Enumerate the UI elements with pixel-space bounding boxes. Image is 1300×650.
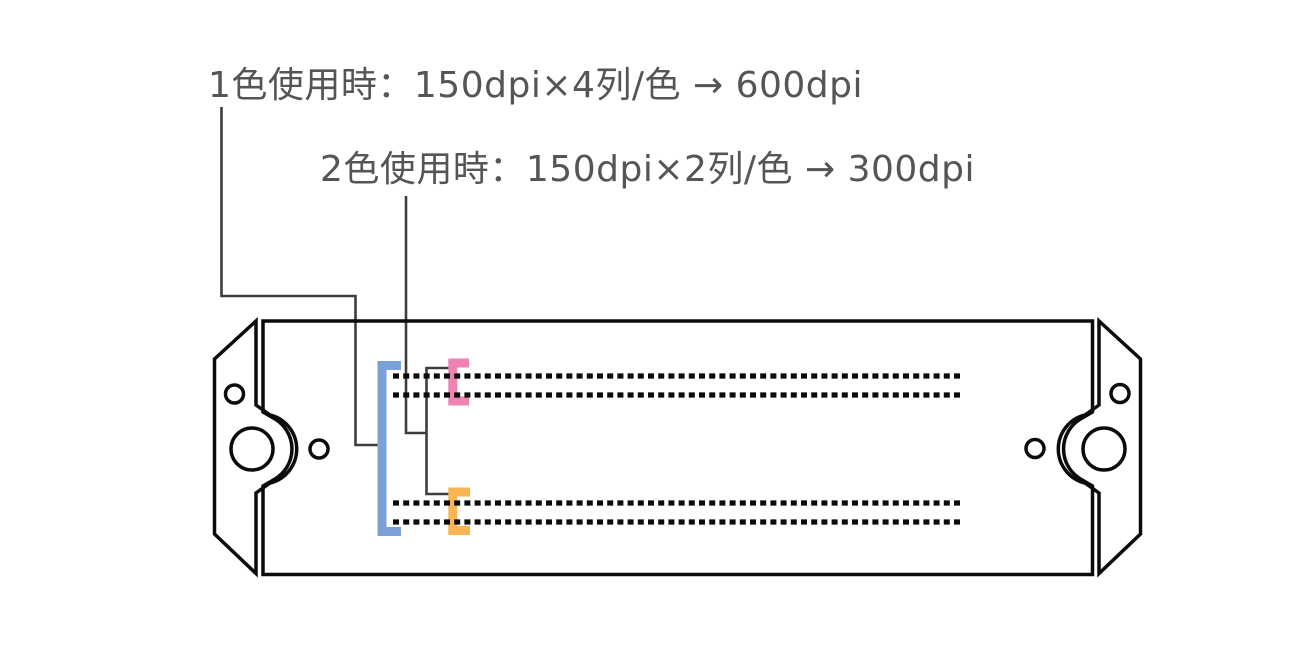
body-right-small-hole <box>1024 437 1046 460</box>
left-plate-small-hole <box>223 383 246 405</box>
right-end-plate <box>1056 317 1143 578</box>
printhead-outline <box>212 317 1143 578</box>
left-end-plate <box>212 317 299 578</box>
right-plate-large-hole <box>1081 426 1127 472</box>
leader-line-one-color <box>220 107 381 447</box>
bracket-bottom-2-rows-icon <box>448 487 470 535</box>
label-two-color-mode: 2色使用時：150dpi×2列/色 → 300dpi <box>320 149 975 190</box>
leader-line-two-color <box>404 196 449 496</box>
body-left-small-hole <box>308 438 330 460</box>
leader-lines <box>220 107 449 496</box>
left-plate-large-hole <box>229 426 275 472</box>
annotation-labels: 1色使用時：150dpi×4列/色 → 600dpi 2色使用時：150dpi×… <box>208 65 975 190</box>
grouping-brackets <box>377 358 470 536</box>
label-one-color-mode: 1色使用時：150dpi×4列/色 → 600dpi <box>208 65 863 106</box>
bracket-all-4-rows-icon <box>377 361 401 536</box>
right-plate-small-hole <box>1109 382 1131 405</box>
bracket-top-2-rows-icon <box>448 358 469 406</box>
nozzle-rows <box>393 373 963 525</box>
printhead-body <box>261 319 1095 577</box>
